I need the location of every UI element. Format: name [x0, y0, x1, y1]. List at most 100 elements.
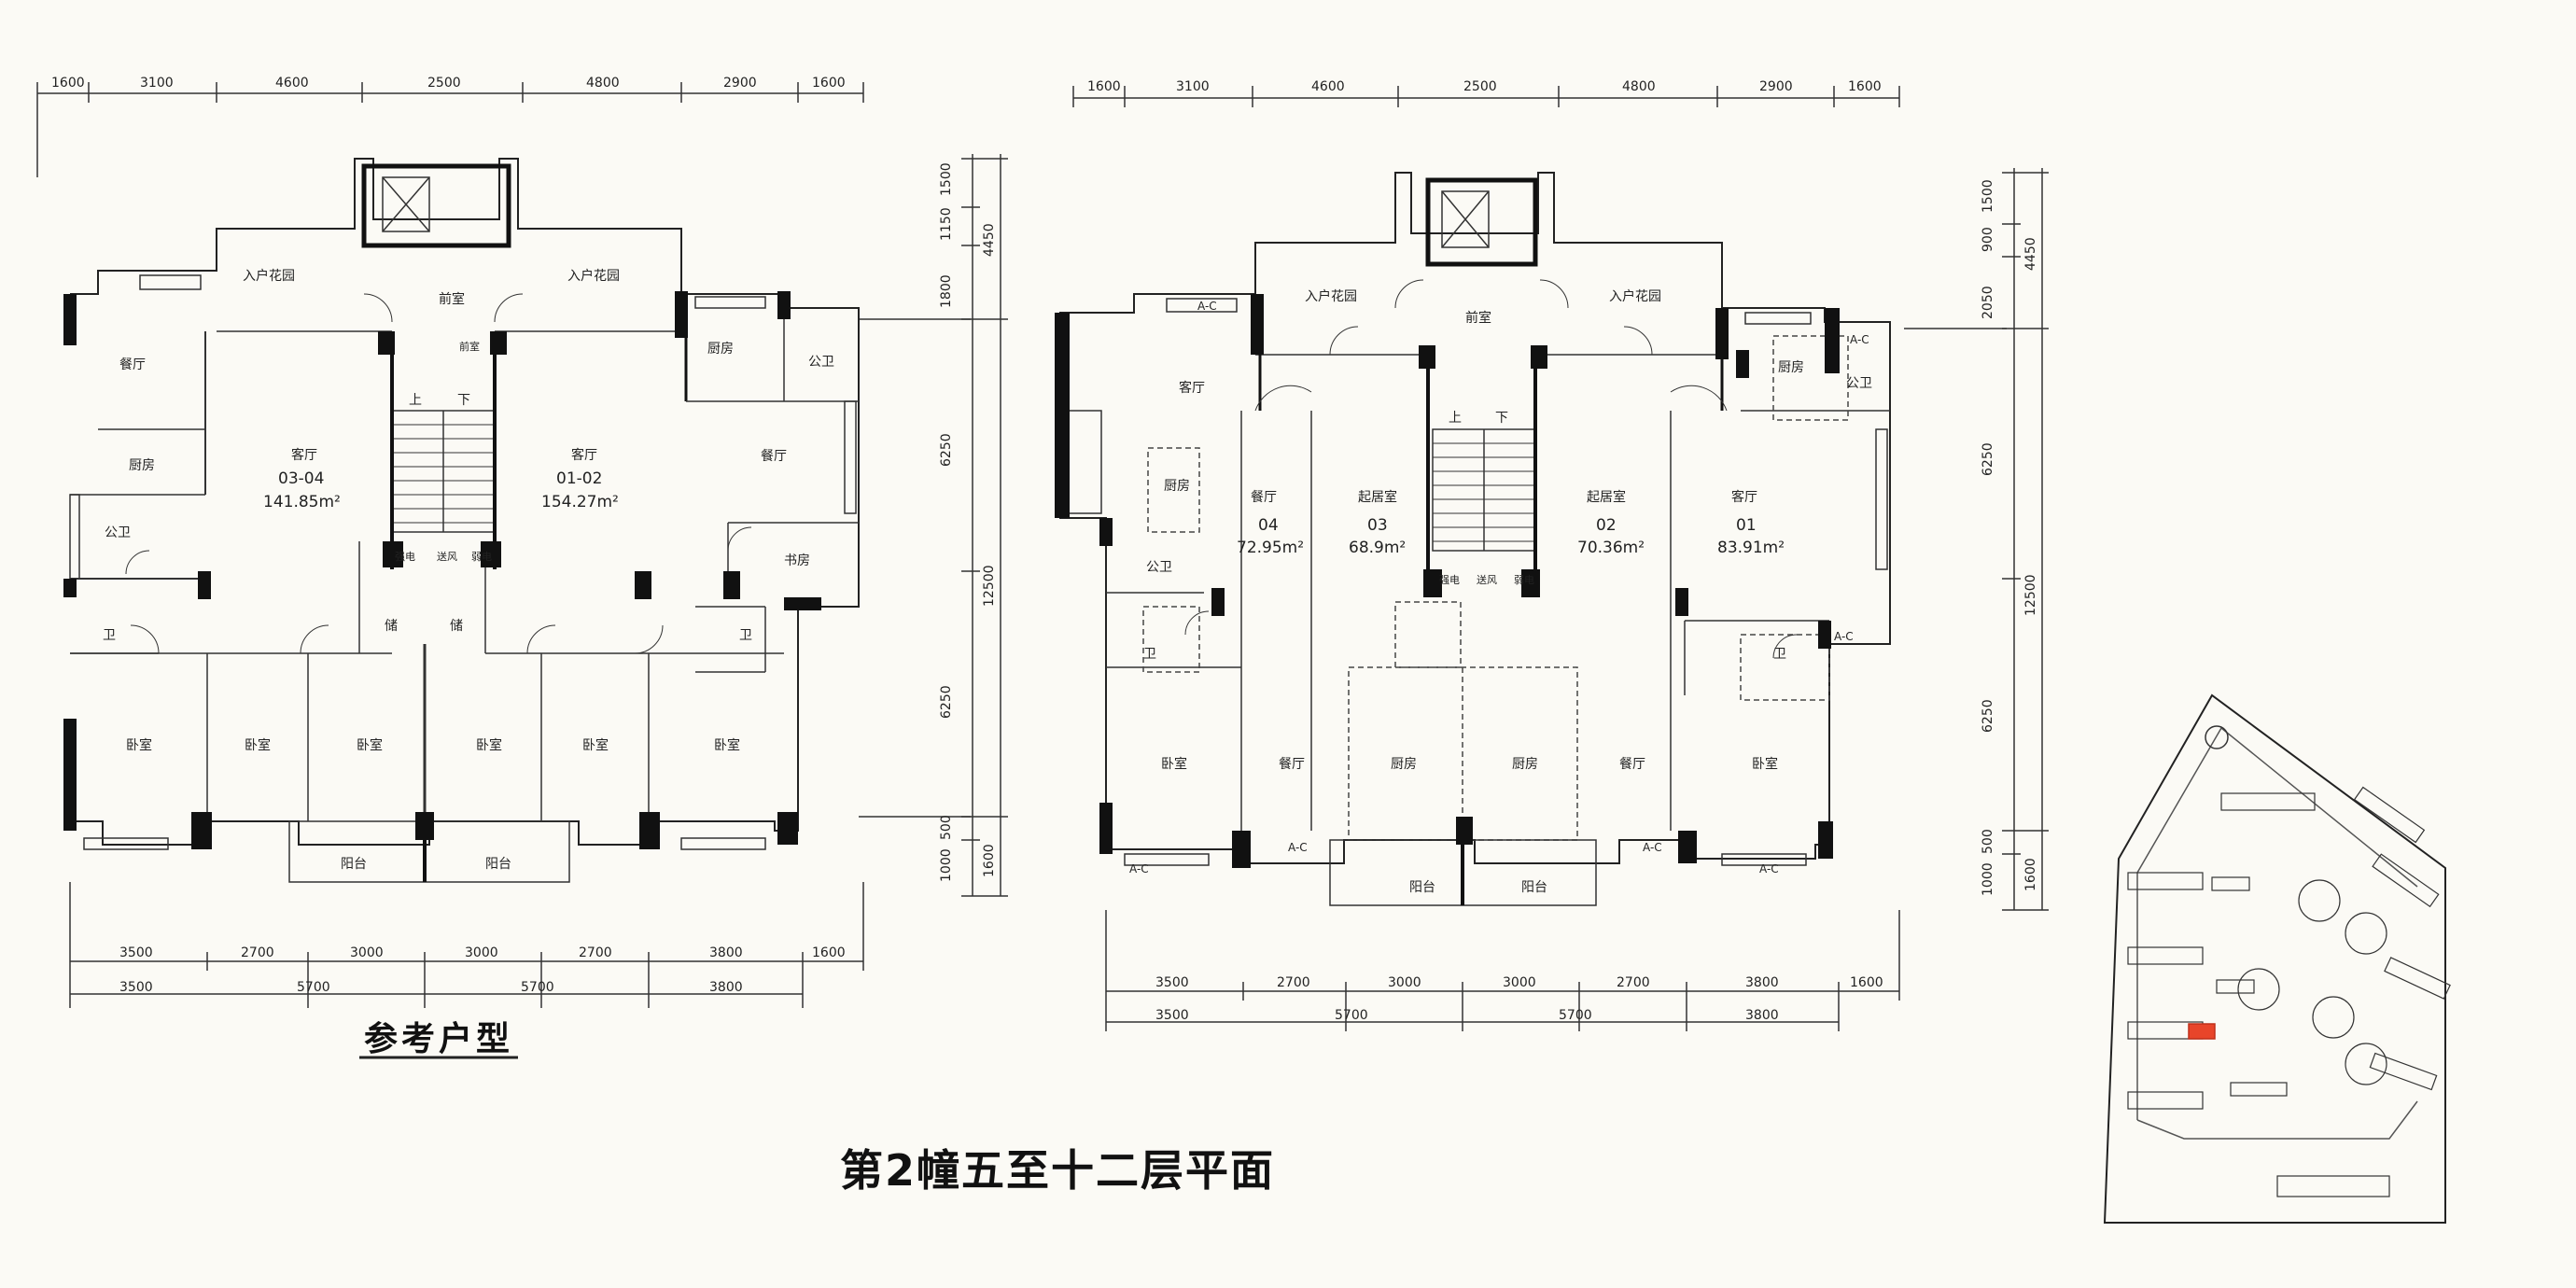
room-label: 厨房 — [1391, 757, 1417, 772]
room-label: 阳台 — [1521, 880, 1547, 895]
room-label: 前室 — [439, 291, 465, 307]
subtitle: 参考户型 — [364, 1020, 513, 1058]
room-label: 餐厅 — [1279, 757, 1305, 772]
room-label: 书房 — [784, 553, 810, 568]
room-label: 卧室 — [476, 737, 502, 753]
ac-label: A-C — [1197, 300, 1217, 313]
highlighted-building — [2188, 1023, 2216, 1040]
room-label: 入户花园 — [567, 268, 620, 284]
unit-area: 141.85m² — [263, 493, 341, 511]
dim-label: 3500 — [119, 945, 153, 960]
dim-label: 6250 — [1981, 442, 1995, 476]
dim-label: 3800 — [1745, 975, 1779, 990]
room-label: 厨房 — [1512, 757, 1538, 772]
room-label: 卫 — [739, 628, 752, 643]
room-label: 卫 — [1773, 647, 1786, 662]
dim-label: 5700 — [1559, 1008, 1592, 1023]
dim-label: 500 — [1981, 829, 1995, 854]
ac-label: A-C — [1850, 333, 1869, 346]
room-label: 弱电 — [1514, 574, 1534, 586]
room-label: 卧室 — [126, 737, 152, 753]
room-label: 卧室 — [1752, 756, 1778, 772]
room-label: 客厅 — [291, 447, 317, 463]
dim-label: 3000 — [1388, 975, 1421, 990]
room-label: 阳台 — [341, 857, 367, 872]
room-label: 公卫 — [808, 355, 834, 370]
dim-label: 4800 — [586, 76, 620, 91]
room-label: 厨房 — [1164, 479, 1190, 494]
dim-label: 12500 — [2023, 574, 2038, 616]
dim-label: 2900 — [723, 76, 757, 91]
room-label: 储 — [385, 619, 398, 634]
room-label: 入户花园 — [1609, 288, 1661, 304]
stair-up-label: 上 — [409, 393, 422, 408]
main-title: 第2幢五至十二层平面 — [840, 1145, 1275, 1196]
dim-label: 1600 — [51, 76, 85, 91]
dim-label: 2700 — [579, 945, 612, 960]
dim-label: 3100 — [1176, 79, 1210, 94]
unit-code: 03 — [1367, 516, 1388, 535]
dim-label: 6250 — [1981, 699, 1995, 733]
dim-label: 6250 — [939, 685, 954, 719]
right-top-dimensions — [1072, 86, 1900, 107]
unit-code: 04 — [1258, 516, 1279, 535]
left-top-dimensions — [36, 82, 864, 177]
dim-label: 1000 — [939, 848, 954, 882]
ac-label: A-C — [1129, 862, 1149, 875]
ac-label: A-C — [1759, 862, 1779, 875]
right-right-dimensions — [1904, 168, 2049, 911]
right-plan — [1055, 86, 2049, 1031]
unit-area: 68.9m² — [1349, 539, 1406, 557]
room-label: 入户花园 — [1305, 288, 1357, 304]
dim-label: 1800 — [939, 274, 954, 308]
left-outline — [63, 158, 860, 883]
room-label: 客厅 — [1731, 489, 1757, 505]
room-label: 卧室 — [582, 737, 609, 753]
dim-label: 5700 — [297, 980, 330, 995]
room-label: 卧室 — [357, 737, 383, 753]
dim-label: 1500 — [939, 162, 954, 196]
right-bottom-dimensions — [1105, 910, 1900, 1031]
dim-label: 2900 — [1759, 79, 1793, 94]
room-label: 起居室 — [1358, 489, 1397, 505]
dim-label: 5700 — [1335, 1008, 1368, 1023]
unit-code: 01 — [1736, 516, 1757, 535]
dim-label: 1500 — [1981, 179, 1995, 213]
dim-label: 3800 — [709, 980, 743, 995]
dim-label: 3800 — [709, 945, 743, 960]
unit-area: 72.95m² — [1237, 539, 1304, 557]
dim-label: 2700 — [241, 945, 274, 960]
dim-label: 1150 — [939, 207, 954, 241]
room-label: 阳台 — [1409, 880, 1435, 895]
room-label: 公卫 — [105, 525, 131, 540]
dim-label: 1600 — [1850, 975, 1883, 990]
dim-label: 1000 — [1981, 862, 1995, 896]
left-right-dimensions — [859, 154, 1008, 897]
ac-label: A-C — [1834, 630, 1854, 643]
dim-label: 2500 — [427, 76, 461, 91]
dim-label: 900 — [1981, 227, 1995, 252]
room-label: 卧室 — [1161, 756, 1187, 772]
dim-label: 3500 — [1155, 975, 1189, 990]
room-label: 公卫 — [1146, 560, 1172, 575]
dim-label: 3100 — [140, 76, 174, 91]
dim-label: 1600 — [812, 76, 846, 91]
unit-code: 03-04 — [278, 469, 324, 488]
room-label: 公卫 — [1846, 376, 1872, 391]
unit-code: 01-02 — [556, 469, 602, 488]
left-dimension-labels: 1600 3100 4600 2500 4800 2900 1600 1500 … — [51, 76, 997, 995]
dim-label: 1600 — [1087, 79, 1121, 94]
room-label: 送风 — [1477, 573, 1497, 586]
room-label: 储 — [450, 619, 463, 634]
room-label: 客厅 — [571, 447, 597, 463]
room-label: 前室 — [1465, 310, 1491, 326]
dim-label: 2500 — [1463, 79, 1497, 94]
room-label: 客厅 — [1179, 380, 1205, 396]
dim-label: 4600 — [1311, 79, 1345, 94]
room-label: 阳台 — [485, 857, 511, 872]
dim-label: 12500 — [982, 565, 997, 607]
room-label: 强电 — [1439, 574, 1460, 586]
dim-label: 6250 — [939, 433, 954, 467]
dim-label: 4800 — [1622, 79, 1656, 94]
